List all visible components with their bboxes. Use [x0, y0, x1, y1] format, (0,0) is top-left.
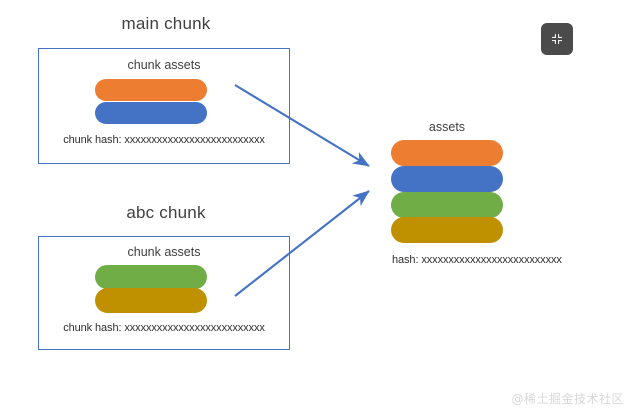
- main-chunk-assets-label: chunk assets: [127, 58, 201, 72]
- watermark: @稀土掘金技术社区: [511, 392, 624, 406]
- gold-asset-pill: [95, 288, 207, 313]
- main-chunk-hash-label: chunk hash: xxxxxxxxxxxxxxxxxxxxxxxxxx: [63, 134, 265, 146]
- assets-hash-label: hash: xxxxxxxxxxxxxxxxxxxxxxxxxx: [392, 254, 562, 266]
- orange-asset-pill: [95, 79, 207, 101]
- assets-title: assets: [428, 120, 466, 134]
- gold-asset-pill: [391, 217, 503, 243]
- green-asset-pill: [391, 192, 503, 218]
- orange-asset-pill: [391, 140, 503, 166]
- main-chunk-box: chunk assets chunk hash: xxxxxxxxxxxxxxx…: [38, 48, 290, 164]
- abc-chunk-box: chunk assets chunk hash: xxxxxxxxxxxxxxx…: [38, 236, 290, 350]
- blue-asset-pill: [391, 166, 503, 192]
- green-asset-pill: [95, 265, 207, 289]
- abc-chunk-hash-label: chunk hash: xxxxxxxxxxxxxxxxxxxxxxxxxx: [63, 322, 265, 334]
- abc-chunk-title: abc chunk: [126, 203, 206, 222]
- blue-asset-pill: [95, 102, 207, 124]
- main-chunk-title: main chunk: [121, 14, 211, 33]
- collapse-arrows-icon: [550, 32, 564, 46]
- abc-chunk-assets-label: chunk assets: [127, 245, 201, 259]
- collapse-fullscreen-button[interactable]: [541, 23, 573, 55]
